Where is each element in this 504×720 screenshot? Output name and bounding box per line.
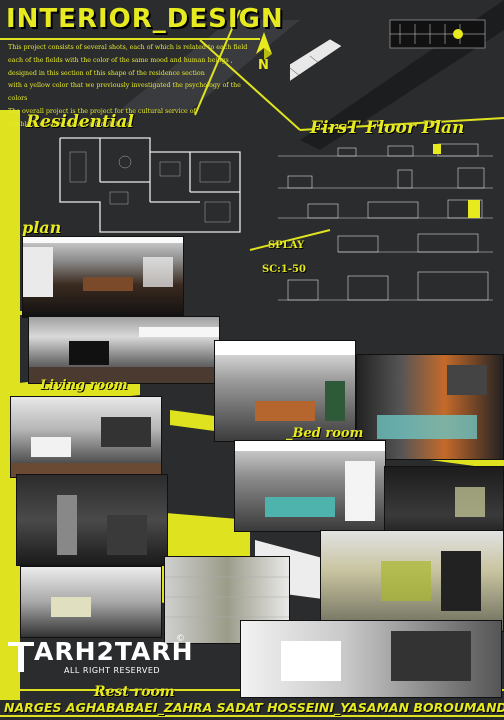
render-rest-room-4 (320, 530, 504, 632)
brand-name: ARH2TARH (34, 637, 194, 666)
description-line: The overall project is the project for t… (8, 107, 196, 115)
description-line: with a yellow color that we previously i… (8, 82, 241, 103)
description-line: each of the fields with the color of the… (8, 56, 233, 64)
title-underline (0, 38, 260, 40)
plan-label: plan (22, 218, 62, 237)
first-floor-plan-label: FirsT Floor Plan (310, 118, 465, 138)
render-bed-room-3 (234, 440, 386, 532)
rest-room-label: Rest room (94, 684, 175, 700)
project-description: This project consists of several shots, … (8, 42, 248, 132)
living-room-label: Living room (40, 378, 128, 393)
render-bed-room-1 (214, 340, 356, 442)
brand-logo-icon (6, 640, 36, 674)
bed-room-label: _Bed room (286, 426, 364, 441)
render-living-room-1 (22, 236, 184, 318)
brand-copyright: © (176, 634, 185, 644)
render-rest-room-3 (20, 566, 162, 638)
description-line: designed in this section of this shape o… (8, 69, 205, 77)
residential-label: Residential (26, 112, 134, 132)
render-living-room-2 (28, 316, 220, 384)
elevation-drawings (268, 140, 500, 320)
authors-footer: NARGES AGHABABAEI_ZAHRA SADAT HOSSEINI_Y… (4, 700, 504, 715)
north-arrow-icon: N (252, 30, 276, 76)
page-title: INTERIOR_DESIGN (6, 4, 284, 34)
scale-label: SC:1-50 (262, 264, 306, 275)
render-rest-room-5 (240, 620, 502, 698)
site-plan-drawing (209, 14, 500, 124)
description-line: the black cultural services for children (8, 120, 133, 128)
brand-tagline: ALL RIGHT RESERVED (64, 666, 161, 675)
description-line: This project consists of several shots, … (8, 44, 248, 51)
north-label: N (258, 58, 269, 73)
render-living-room-3 (10, 396, 162, 478)
render-rest-room-1 (16, 474, 168, 566)
floor-plan-drawing (40, 132, 270, 240)
splay-label: SPLAY (268, 240, 305, 251)
